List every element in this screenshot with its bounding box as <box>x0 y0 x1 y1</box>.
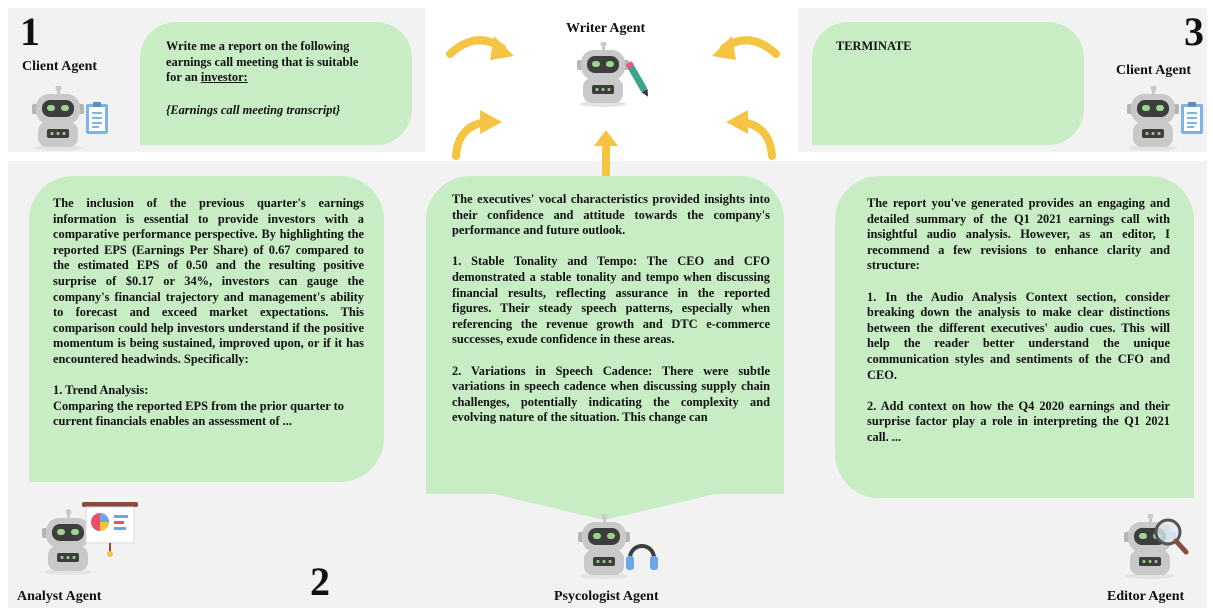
arrow-to-client-terminate <box>712 36 780 60</box>
client-agent-label-1: Client Agent <box>22 59 98 74</box>
analyst-text-2: 1. Trend Analysis: Comparing the reporte… <box>53 383 344 429</box>
psychologist-agent-robot-icon <box>578 514 658 579</box>
arrow-from-editor <box>726 110 776 160</box>
arrow-from-client-request <box>446 36 514 60</box>
client-agent-robot-icon-3 <box>1127 86 1203 151</box>
editor-agent-robot-icon <box>1124 514 1189 579</box>
arrow-from-analyst <box>452 110 502 160</box>
terminate-bubble: TERMINATE <box>812 22 1084 145</box>
psychologist-bubble: The executives' vocal characteristics pr… <box>426 176 784 494</box>
analyst-text-1: The inclusion of the previous quarter's … <box>53 196 364 366</box>
client-request-bubble: Write me a report on the following earni… <box>140 22 412 145</box>
client-agent-robot-icon <box>32 86 108 151</box>
psychologist-text-3: 2. Variations in Speech Cadence: There w… <box>452 363 770 425</box>
editor-text-2: 1. In the Audio Analysis Context section… <box>867 289 1170 382</box>
psychologist-text-1: The executives' vocal characteristics pr… <box>452 192 770 238</box>
arrow-from-psychologist <box>594 130 618 178</box>
editor-text-1: The report you've generated provides an … <box>867 196 1170 273</box>
step-number-3: 3 <box>1184 9 1204 54</box>
transcript-placeholder: {Earnings call meeting transcript} <box>166 102 341 117</box>
editor-text-3: 2. Add context on how the Q4 2020 earnin… <box>867 398 1170 444</box>
psychologist-agent-label: Psycologist Agent <box>554 589 659 604</box>
editor-agent-label: Editor Agent <box>1107 589 1185 604</box>
client-agent-label-3: Client Agent <box>1116 63 1192 78</box>
analyst-bubble: The inclusion of the previous quarter's … <box>29 176 384 482</box>
step-number-2: 2 <box>310 559 330 604</box>
client-request-text: Write me a report on the following earni… <box>166 39 359 85</box>
terminate-text: TERMINATE <box>836 39 912 53</box>
writer-agent-label: Writer Agent <box>566 21 646 36</box>
step-number-1: 1 <box>20 9 40 54</box>
editor-bubble: The report you've generated provides an … <box>835 176 1194 498</box>
analyst-agent-robot-icon <box>42 502 138 575</box>
psychologist-bubble-tail <box>426 478 784 520</box>
analyst-agent-label: Analyst Agent <box>17 589 102 604</box>
writer-agent-robot-icon <box>577 42 649 107</box>
investor-word: investor: <box>200 70 248 85</box>
psychologist-text-2: 1. Stable Tonality and Tempo: The CEO an… <box>452 254 770 347</box>
